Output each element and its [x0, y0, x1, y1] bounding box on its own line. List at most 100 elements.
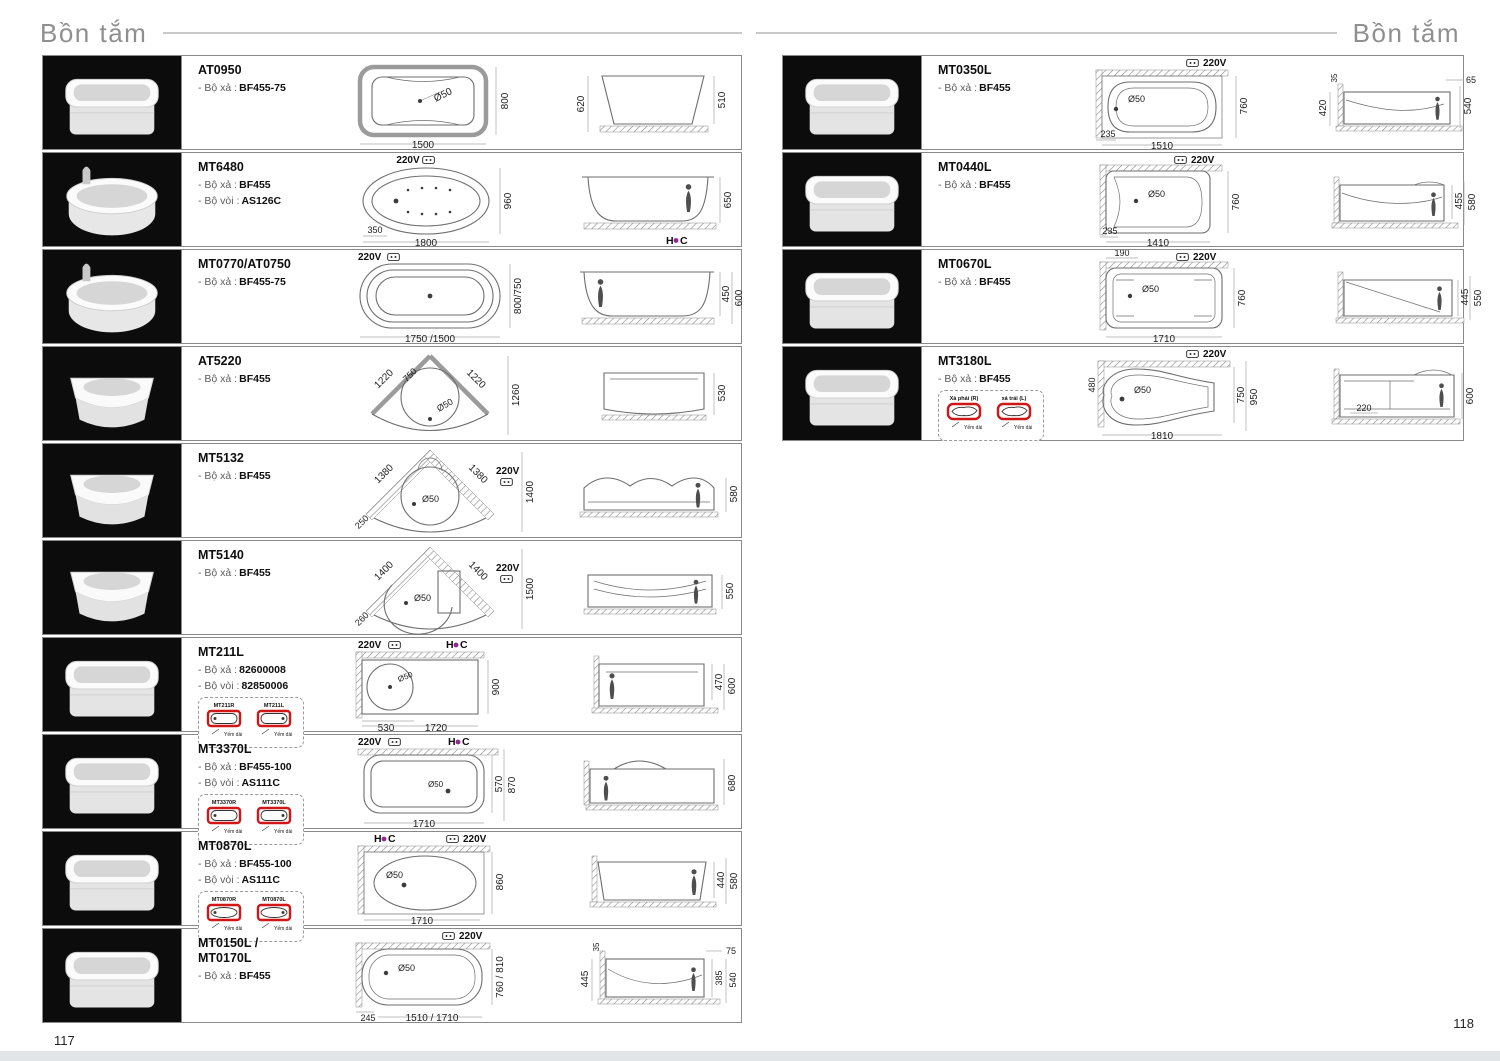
svg-text:220V: 220V: [496, 563, 520, 574]
svg-text:Ø50: Ø50: [1128, 94, 1145, 104]
svg-text:580: 580: [729, 485, 740, 502]
svg-text:1710: 1710: [1153, 334, 1176, 344]
product-row: MT0150L / MT0170L - Bộ xả :BF455 220V Ø5…: [42, 928, 742, 1024]
side-drawing: 220 600: [1294, 347, 1484, 446]
product-spec: - Bộ xả :BF455: [938, 179, 1011, 191]
bathtub-photo-icon: [71, 475, 154, 524]
svg-text:H: H: [448, 736, 456, 748]
product-spec: - Bộ xả :BF455: [198, 373, 271, 385]
product-photo: [43, 929, 182, 1022]
svg-text:65: 65: [1466, 75, 1476, 85]
svg-text:950: 950: [1249, 388, 1260, 405]
bathtub-photo-icon: [66, 758, 158, 813]
product-photo: [43, 638, 182, 731]
svg-text:1220: 1220: [464, 367, 488, 391]
power-plug-icon: [500, 575, 513, 583]
bathtub-photo-icon: [66, 855, 158, 910]
side-drawing: 580: [554, 444, 744, 543]
svg-text:760: 760: [1239, 97, 1250, 114]
svg-text:H: H: [374, 833, 382, 845]
svg-text:1710: 1710: [413, 819, 436, 829]
svg-text:Yếm dài: Yếm dài: [274, 732, 292, 738]
svg-text:MT3370L: MT3370L: [262, 800, 286, 806]
product-photo: [43, 250, 182, 343]
svg-text:Ø50: Ø50: [1142, 284, 1159, 294]
side-drawing: 550: [554, 541, 744, 640]
product-photo: [43, 541, 182, 634]
product-row: MT0350L - Bộ xả :BF455 220V Ø50: [782, 55, 1476, 152]
svg-text:1750 /1500: 1750 /1500: [405, 334, 455, 344]
svg-text:1380: 1380: [372, 462, 396, 486]
footer-strip: [0, 1051, 1500, 1061]
svg-text:190: 190: [1114, 250, 1129, 258]
person-figure-icon: [1437, 286, 1442, 310]
product-row: MT5140 - Bộ xả :BF455 1400 1400 220V: [42, 540, 742, 635]
svg-text:Ø50: Ø50: [1134, 385, 1151, 395]
svg-text:Yếm dài: Yếm dài: [274, 829, 292, 835]
product-photo: [783, 347, 922, 440]
svg-text:MT211R: MT211R: [214, 703, 235, 709]
person-figure-icon: [695, 482, 701, 508]
side-drawing: 445 550: [1294, 250, 1484, 349]
svg-text:1800: 1800: [415, 238, 438, 247]
product-spec: - Bộ xả :BF455: [938, 276, 1011, 288]
catalog-page-left: Bồn tắm AT0950 - Bộ xả :BF455-75: [40, 18, 745, 1049]
product-model: AT0950: [198, 63, 242, 77]
product-row: MT5132 - Bộ xả :BF455 1380 1380 220V: [42, 443, 742, 538]
svg-text:235: 235: [1102, 226, 1117, 236]
product-model: MT0350L: [938, 63, 992, 77]
hot-cold-indicator-icon: [381, 836, 387, 842]
bathtub-photo-icon: [67, 263, 157, 332]
svg-text:860: 860: [495, 873, 506, 890]
product-spec: - Bộ xả :BF455: [938, 373, 1011, 385]
svg-text:Ø50: Ø50: [397, 670, 415, 684]
product-model: MT5132: [198, 451, 244, 465]
svg-text:440: 440: [716, 871, 727, 888]
product-model: MT0770/AT0750: [198, 257, 291, 271]
side-drawing: 470 600: [554, 638, 744, 737]
svg-text:Ø50: Ø50: [1148, 189, 1165, 199]
svg-text:1810: 1810: [1151, 431, 1174, 441]
variant-diagram: MT3370R MT3370L Yếm dài Yếm dài: [198, 794, 304, 845]
bathtub-photo-icon: [806, 273, 898, 328]
svg-text:220V: 220V: [496, 466, 520, 477]
svg-text:960: 960: [503, 192, 514, 209]
product-model: MT6480: [198, 160, 244, 174]
header-rule: [163, 32, 742, 34]
product-photo: [43, 444, 182, 537]
plan-drawing: 1220 750 1220 Ø50 1260: [330, 347, 545, 446]
svg-text:C: C: [462, 736, 470, 748]
variant-diagram: Xả phải (R) xả trái (L) Yếm dài Yếm dài: [938, 390, 1044, 441]
svg-text:760 / 810: 760 / 810: [495, 956, 506, 998]
svg-text:600: 600: [727, 677, 738, 694]
plan-drawing: 190 220V Ø50 760 1710: [1070, 248, 1285, 349]
variant-diagram: MT0870R MT0870L Yếm dài Yếm dài: [198, 891, 304, 942]
svg-text:Ø50: Ø50: [398, 963, 415, 973]
plan-drawing: 220V Ø50 760 235 1510: [1070, 56, 1285, 155]
svg-text:35: 35: [1330, 73, 1339, 82]
product-spec: - Bộ xả :82600008: [198, 664, 286, 676]
hot-cold-indicator-icon: [453, 642, 459, 648]
product-row: AT5220 - Bộ xả :BF455 1220 750 1220 Ø50: [42, 346, 742, 441]
product-row: MT3180L - Bộ xả :BF455 Xả phải (R) xả tr…: [782, 346, 1476, 442]
side-drawing: 35 445 75 385 540: [554, 929, 744, 1028]
product-row: MT0440L - Bộ xả :BF455 220V Ø50 76: [782, 152, 1478, 249]
svg-text:Yếm dài: Yếm dài: [224, 926, 242, 932]
power-plug-icon: [388, 738, 401, 746]
svg-text:220V: 220V: [1191, 155, 1215, 166]
svg-text:1720: 1720: [425, 723, 448, 732]
product-row: MT211L - Bộ xả :82600008 - Bộ vòi :82850…: [42, 637, 742, 748]
svg-text:220V: 220V: [358, 640, 382, 651]
product-spec: - Bộ xả :BF455-100: [198, 858, 292, 870]
power-plug-icon: [1174, 156, 1187, 164]
product-model: MT211L: [198, 645, 244, 659]
bathtub-photo-icon: [66, 661, 158, 716]
product-row: MT3370L - Bộ xả :BF455-100 - Bộ vòi :AS1…: [42, 734, 742, 845]
power-plug-icon: [422, 156, 435, 164]
hot-cold-indicator-icon: [673, 238, 679, 243]
svg-text:540: 540: [1463, 97, 1474, 114]
power-plug-icon: [446, 835, 459, 843]
svg-text:1220: 1220: [372, 367, 396, 391]
plan-drawing: 220V 800/750 1750 /1500: [330, 250, 545, 349]
plan-drawing: Ø50 800 1500: [330, 56, 545, 155]
